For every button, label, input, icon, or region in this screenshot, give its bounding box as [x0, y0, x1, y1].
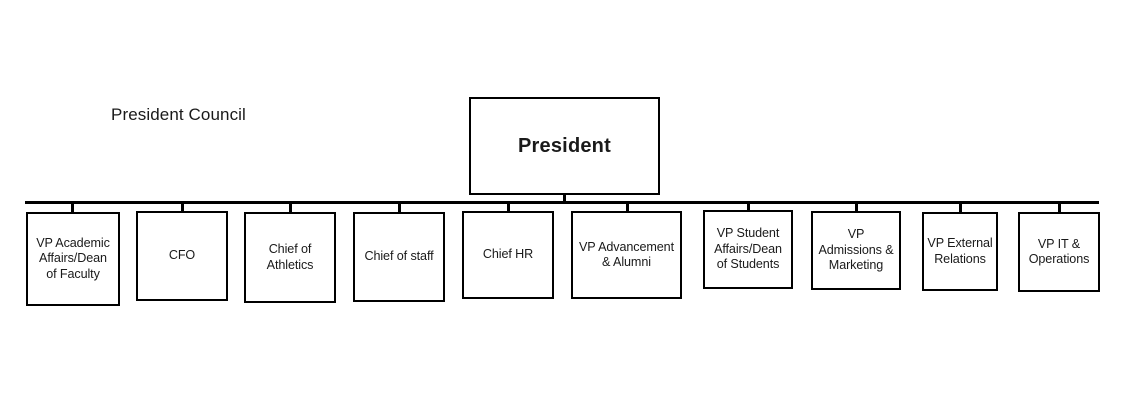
org-node-vp-advancement-alumni[interactable]: VP Advancement & Alumni: [571, 211, 682, 299]
org-node-label: CFO: [168, 248, 196, 263]
org-node-label: VP IT & Operations: [1028, 236, 1090, 267]
connector-president-to-bus: [563, 193, 566, 204]
org-node-vp-academic-affairs[interactable]: VP Academic Affairs/Dean of Faculty: [26, 212, 120, 306]
org-node-label: VP Admissions & Marketing: [818, 227, 894, 273]
org-node-label: President: [518, 135, 611, 157]
org-node-label: Chief HR: [482, 247, 534, 262]
org-node-vp-admissions-marketing[interactable]: VP Admissions & Marketing: [811, 211, 901, 290]
org-node-vp-external-relations[interactable]: VP External Relations: [922, 212, 998, 291]
connector-drop-7: [747, 201, 750, 210]
org-node-label: VP Academic Affairs/Dean of Faculty: [36, 235, 110, 281]
org-node-label: VP Advancement & Alumni: [579, 239, 674, 270]
org-node-cfo[interactable]: CFO: [136, 211, 228, 301]
org-node-label: VP External Relations: [927, 236, 993, 266]
org-node-vp-student-affairs[interactable]: VP Student Affairs/Dean of Students: [703, 210, 793, 289]
connector-drop-8: [855, 201, 858, 211]
connector-horizontal-bus: [25, 201, 1099, 204]
connector-drop-6: [626, 201, 629, 211]
org-node-label: VP Student Affairs/Dean of Students: [714, 226, 782, 272]
connector-drop-9: [959, 201, 962, 212]
org-node-chief-of-staff[interactable]: Chief of staff: [353, 212, 445, 302]
connector-drop-1: [71, 201, 74, 212]
org-node-vp-it-operations[interactable]: VP IT & Operations: [1018, 212, 1100, 292]
connector-drop-4: [398, 201, 401, 212]
org-node-president[interactable]: President: [469, 97, 660, 195]
connector-drop-2: [181, 201, 184, 211]
connector-drop-3: [289, 201, 292, 212]
connector-drop-10: [1058, 201, 1061, 212]
org-node-label: Chief of staff: [364, 249, 434, 264]
section-title-president-council: President Council: [111, 105, 246, 124]
org-node-chief-hr[interactable]: Chief HR: [462, 211, 554, 299]
connector-drop-5: [507, 201, 510, 211]
org-node-chief-of-athletics[interactable]: Chief of Athletics: [244, 212, 336, 303]
org-node-label: Chief of Athletics: [266, 242, 314, 272]
